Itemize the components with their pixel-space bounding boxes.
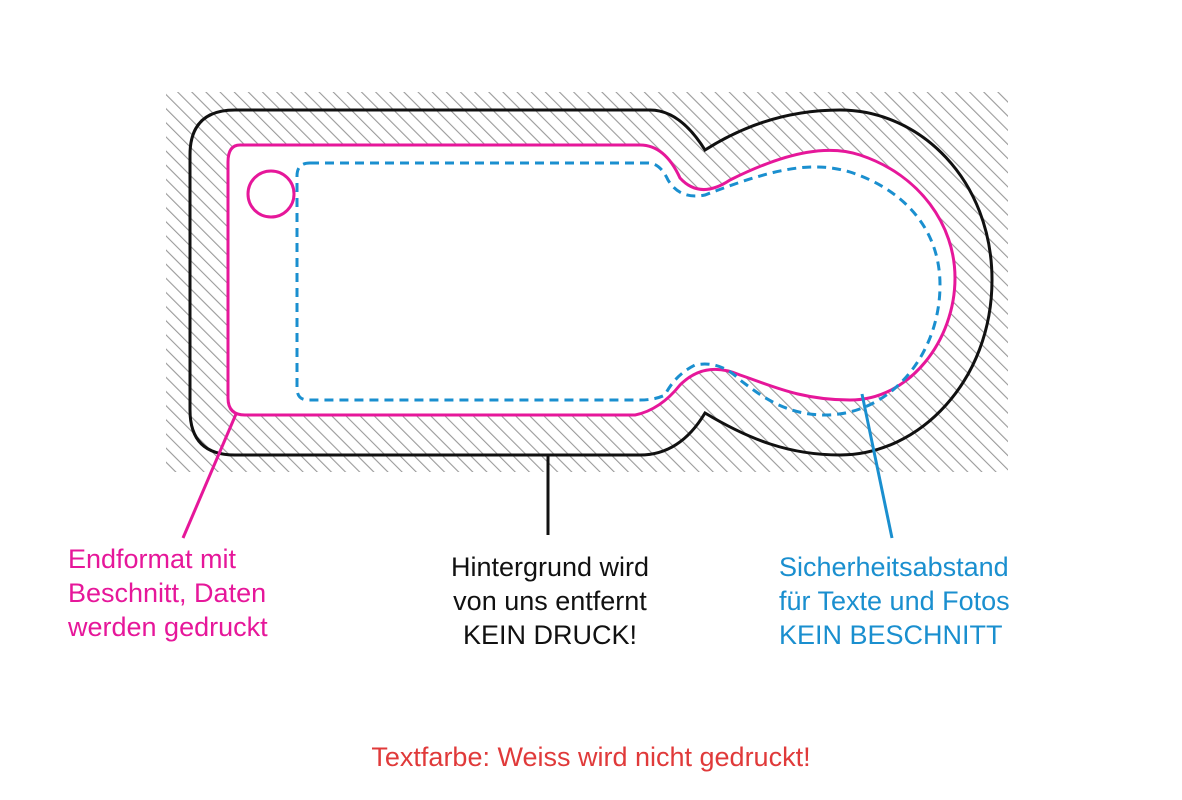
bleed-outline	[226, 143, 957, 417]
safety-label-line-3: KEIN BESCHNITT	[779, 620, 1003, 650]
bleed-label-line-3: werden gedruckt	[68, 612, 268, 642]
safety-margin-outline	[295, 161, 942, 417]
background-label-line-2: von uns entfernt	[453, 586, 647, 616]
background-outline	[188, 108, 994, 457]
product-interior	[228, 145, 955, 415]
bleed-label-line-2: Beschnitt, Daten	[68, 578, 267, 608]
safety-label-line-1: Sicherheitsabstand	[779, 552, 1009, 582]
footer-note: Textfarbe: Weiss wird nicht gedruckt!	[371, 742, 811, 772]
background-label-line-3: KEIN DRUCK!	[462, 620, 638, 650]
background-label-line-1: Hintergrund wird	[450, 552, 650, 582]
safety-label-line-2: für Texte und Fotos	[779, 586, 1010, 616]
safety-leader-line	[860, 393, 894, 539]
safety-label: Sicherheitsabstand für Texte und Fotos K…	[779, 550, 1010, 652]
hole-marker	[246, 169, 296, 219]
background-label: Hintergrund wird von uns entfernt KEIN D…	[398, 550, 702, 652]
bleed-label-line-1: Endformat mit	[68, 544, 237, 574]
bleed-label: Endformat mit Beschnitt, Daten werden ge…	[68, 542, 268, 644]
bleed-leader-line	[181, 413, 238, 539]
